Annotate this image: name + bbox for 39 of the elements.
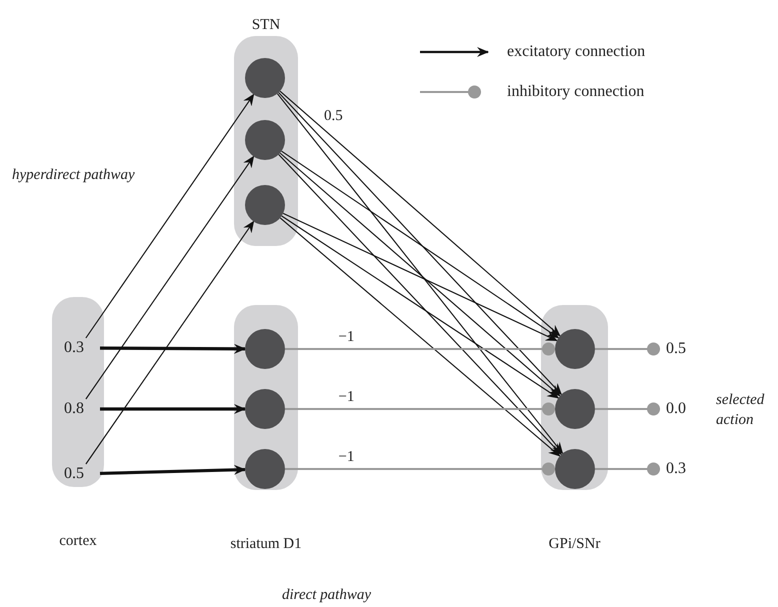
legend-label: excitatory connection <box>507 42 646 62</box>
connection-arrow <box>277 93 564 454</box>
connection-arrow <box>281 150 560 338</box>
connection-arrow <box>278 92 562 396</box>
activity-value: 0.5 <box>58 464 100 484</box>
neuron-circle <box>245 120 285 160</box>
neuron-circle <box>555 329 595 369</box>
layer-label: cortex <box>58 533 98 550</box>
activity-value: 0.5 <box>660 339 696 359</box>
connection-arrow <box>100 404 246 414</box>
connection-arrow <box>281 216 560 399</box>
activity-value: 0.3 <box>58 338 100 358</box>
connection-arrow <box>278 154 562 456</box>
pathway-note: hyperdirect pathway <box>12 166 135 185</box>
activity-value: 0.3 <box>660 459 696 479</box>
connection-arrow <box>280 218 561 457</box>
connection-arrow <box>280 152 561 397</box>
connection-arrow <box>100 344 246 354</box>
pathway-note: selected action <box>716 391 766 430</box>
neuron-circle <box>245 58 285 98</box>
connection-arrow <box>85 220 254 464</box>
layer-label: STN <box>250 17 282 34</box>
pathway-note: direct pathway <box>282 586 372 605</box>
connection-arrow <box>280 90 561 336</box>
neuron-circle <box>555 389 595 429</box>
connection-arrow <box>282 212 558 342</box>
neuron-circle <box>245 449 285 489</box>
legend-label: inhibitory connection <box>507 82 644 102</box>
activity-value: 0.8 <box>58 399 100 419</box>
neuron-circle <box>245 329 285 369</box>
neuron-circle <box>245 389 285 429</box>
layer-label: striatum D1 <box>229 536 303 553</box>
connection-arrow <box>85 94 254 338</box>
layer-label: GPi/SNr <box>548 536 602 553</box>
connection-arrow <box>85 156 254 400</box>
activity-value: 0.0 <box>660 399 696 419</box>
neuron-circle <box>245 185 285 225</box>
neuron-circle <box>555 449 595 489</box>
connection-arrow <box>100 464 246 476</box>
